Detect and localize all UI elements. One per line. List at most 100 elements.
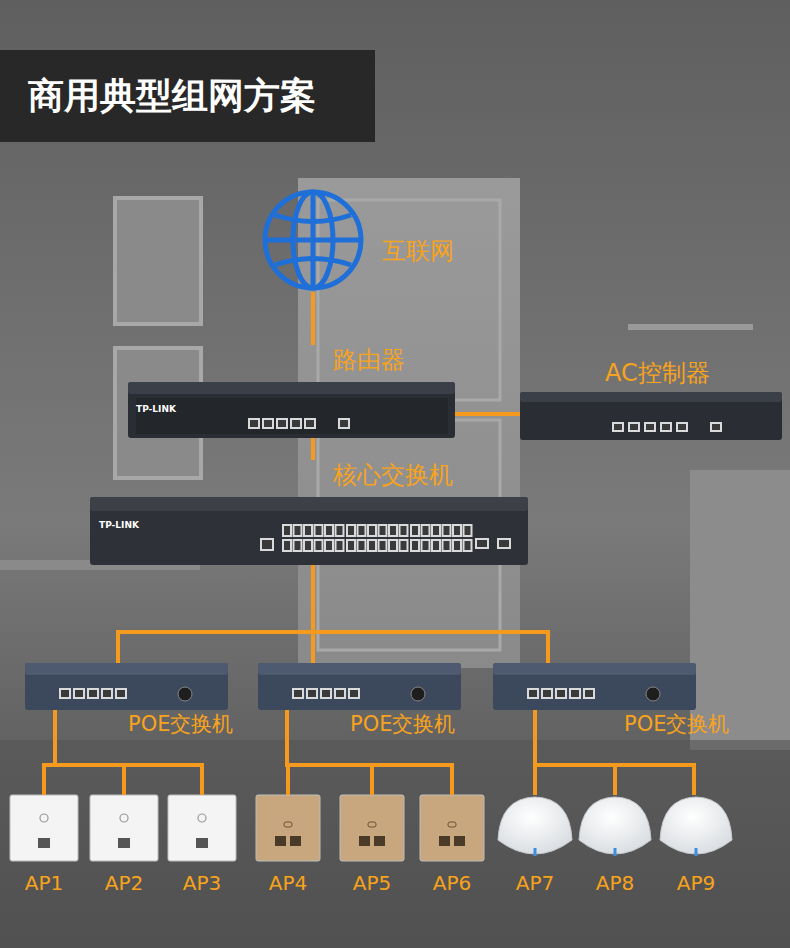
picture-frame — [115, 198, 201, 324]
port-hole — [543, 690, 551, 697]
port-hole — [477, 540, 487, 547]
port-frame — [569, 688, 581, 699]
port-frame — [87, 688, 99, 699]
port-frame — [378, 539, 388, 552]
port-frame — [282, 539, 292, 552]
port-frame — [497, 538, 511, 549]
network-node: AP5 — [337, 795, 407, 898]
port-frame — [378, 524, 388, 537]
cable-line — [455, 412, 520, 416]
power-socket — [411, 687, 425, 701]
node-label: AP4 — [269, 872, 307, 895]
panel-ap — [10, 795, 78, 861]
network-node: AP3 — [167, 795, 237, 898]
port-hole — [423, 541, 429, 550]
port-hole — [61, 690, 69, 697]
port-hole — [465, 541, 471, 550]
network-node: AC控制器 — [520, 358, 782, 440]
ac-body — [520, 392, 782, 440]
port-frame — [334, 688, 346, 699]
router-front — [136, 398, 448, 434]
port-frame — [555, 688, 567, 699]
port-frame — [346, 539, 356, 552]
port-hole — [316, 526, 322, 535]
port-hole — [337, 541, 343, 550]
port-hole — [557, 690, 565, 697]
port-hole — [433, 541, 439, 550]
port-frame — [115, 688, 127, 699]
node-label: POE交换机 — [624, 712, 729, 736]
port-frame — [612, 422, 624, 432]
panel-ap — [340, 795, 404, 861]
port-frame — [276, 418, 288, 429]
port-hole — [571, 690, 579, 697]
network-node: 核心交换机 — [90, 460, 528, 565]
port-frame — [367, 524, 377, 537]
port-hole — [585, 690, 593, 697]
node-label: AP7 — [516, 872, 554, 895]
port-hole — [336, 690, 344, 697]
port-hole — [306, 420, 314, 427]
brand-label: TP-LINK — [136, 405, 176, 414]
ap-led — [284, 822, 292, 827]
node-label: 路由器 — [333, 347, 405, 375]
port-hole — [326, 541, 332, 550]
port-frame — [303, 539, 313, 552]
ac-top — [520, 392, 782, 402]
network-node: 互联网 — [262, 188, 462, 292]
port-hole — [340, 420, 348, 427]
port-hole — [284, 541, 290, 550]
brand-label: TP-LINK — [99, 521, 139, 530]
port-frame — [335, 524, 345, 537]
port-frame — [431, 539, 441, 552]
ap-port — [454, 836, 465, 846]
port-frame — [292, 688, 304, 699]
port-frame — [324, 539, 334, 552]
cable-line — [55, 739, 202, 795]
port-frame — [452, 539, 462, 552]
port-frame — [293, 539, 303, 552]
port-frame — [282, 524, 292, 537]
port-frame — [357, 539, 367, 552]
globe-equator — [265, 238, 361, 243]
port-frame — [290, 418, 302, 429]
node-label: 互联网 — [382, 238, 454, 266]
port-frame — [357, 524, 367, 537]
cable-line — [311, 438, 315, 460]
port-frame — [248, 418, 260, 429]
port-frame — [304, 418, 316, 429]
port-hole — [359, 526, 365, 535]
cable-line — [118, 565, 313, 663]
poe-switch-top — [258, 663, 461, 675]
ap-port — [118, 838, 130, 848]
port-frame — [452, 524, 462, 537]
port-frame — [421, 524, 431, 537]
port-hole — [89, 690, 97, 697]
port-hole — [294, 690, 302, 697]
port-frame — [314, 524, 324, 537]
port-hole — [401, 526, 407, 535]
node-label: AC控制器 — [605, 360, 710, 388]
network-node: AP9 — [656, 795, 736, 898]
port-hole — [423, 526, 429, 535]
port-frame — [410, 539, 420, 552]
ceiling-ap — [660, 797, 732, 854]
port-frame — [644, 422, 656, 432]
stub-line — [285, 710, 289, 739]
cable-line — [313, 565, 548, 663]
network-node: 路由器 — [128, 345, 455, 438]
port-frame — [710, 422, 722, 432]
port-hole — [305, 526, 311, 535]
globe-latitude — [275, 215, 351, 222]
port-hole — [305, 541, 311, 550]
port-frame — [628, 422, 640, 432]
port-frame — [338, 418, 350, 429]
port-frame — [314, 539, 324, 552]
port-hole — [465, 526, 471, 535]
network-node: AP8 — [575, 795, 655, 898]
panel-ap — [420, 795, 484, 861]
network-cable — [455, 414, 520, 415]
port-hole — [316, 541, 322, 550]
port-hole — [337, 526, 343, 535]
port-hole — [630, 424, 638, 430]
